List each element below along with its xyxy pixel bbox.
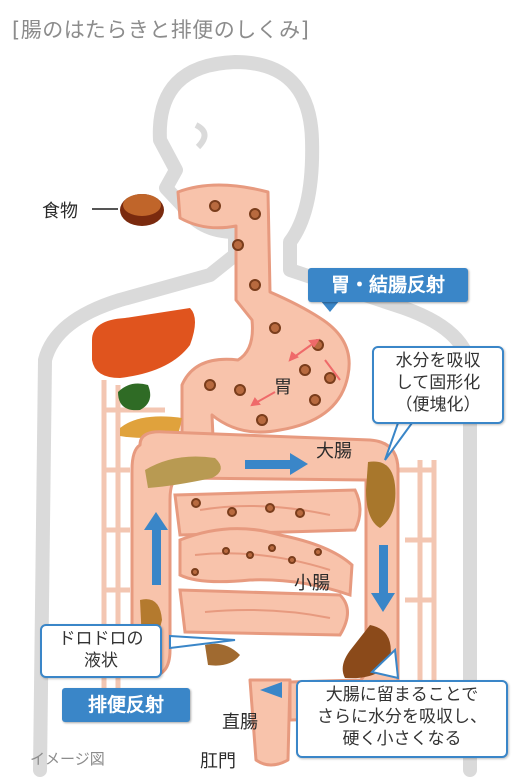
rectum-label: 直腸 bbox=[222, 708, 258, 734]
ear bbox=[196, 125, 205, 147]
large-intestine-label: 大腸 bbox=[316, 437, 352, 463]
image-caption: イメージ図 bbox=[30, 748, 105, 769]
callout-line: さらに水分を吸収し、 bbox=[298, 706, 506, 728]
gastrocolic-reflex-tag: 胃・結腸反射 bbox=[308, 268, 468, 302]
callout-line: 液状 bbox=[42, 650, 160, 672]
stomach-label: 胃 bbox=[274, 373, 292, 399]
callout-line: して固形化 bbox=[374, 372, 502, 394]
gallbladder bbox=[118, 384, 150, 411]
absorb-callout: 水分を吸収 して固形化 （便塊化） bbox=[372, 346, 504, 424]
small-intestine-label: 小腸 bbox=[294, 569, 330, 595]
callout-line: 水分を吸収 bbox=[374, 350, 502, 372]
food-icon bbox=[120, 194, 164, 226]
callout-line: （便塊化） bbox=[374, 394, 502, 416]
callout-line: 大腸に留まることで bbox=[298, 684, 506, 706]
defecation-reflex-tag: 排便反射 bbox=[62, 688, 190, 722]
food-label: 食物 bbox=[42, 197, 78, 223]
harden-callout: 大腸に留まることで さらに水分を吸収し、 硬く小さくなる bbox=[296, 680, 508, 758]
callout-line: ドロドロの bbox=[42, 628, 160, 650]
liquid-callout: ドロドロの 液状 bbox=[40, 624, 162, 678]
liver bbox=[92, 308, 195, 378]
anus-label: 肛門 bbox=[200, 747, 236, 773]
stool-sigmoid bbox=[205, 644, 240, 666]
callout-line: 硬く小さくなる bbox=[298, 728, 506, 750]
